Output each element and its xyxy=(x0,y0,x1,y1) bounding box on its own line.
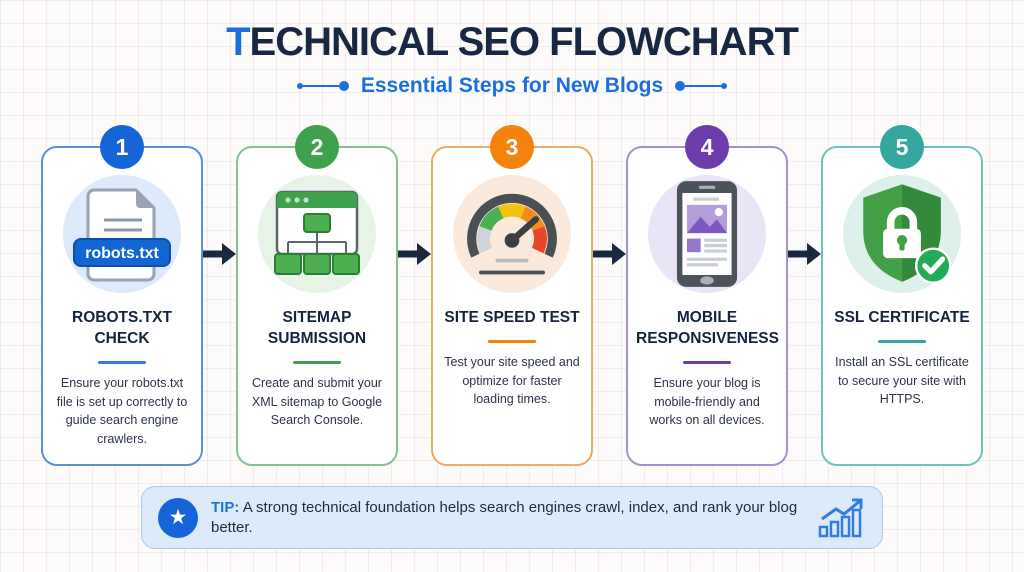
shield-lock-check-icon xyxy=(843,175,961,293)
step-card-mobile: 4 MOBILE xyxy=(626,125,788,466)
subtitle-row: Essential Steps for New Blogs xyxy=(0,74,1024,98)
left-line-dot-decoration xyxy=(296,81,349,91)
smartphone-icon xyxy=(648,175,766,293)
title-divider xyxy=(293,360,341,364)
page-title: TECHNICAL SEO FLOWCHART xyxy=(0,20,1024,64)
flow-arrow xyxy=(203,242,236,266)
title-accent-letter: T xyxy=(226,20,250,64)
star-icon: ★ xyxy=(158,497,198,538)
tip-text: TIP: A strong technical foundation helps… xyxy=(211,498,805,537)
step-title: MOBILE RESPONSIVENESS xyxy=(636,309,779,347)
step-number-badge: 1 xyxy=(100,125,144,169)
sitemap-tree-icon xyxy=(258,175,376,293)
title-divider xyxy=(488,339,536,343)
step-description: Ensure your blog is mobile-friendly and … xyxy=(649,375,765,428)
tip-message: A strong technical foundation helps sear… xyxy=(211,499,798,536)
flow-arrow xyxy=(398,242,431,266)
step-number-badge: 4 xyxy=(685,125,729,169)
right-line-dot-decoration xyxy=(675,81,728,91)
step-title: SITEMAP SUBMISSION xyxy=(267,309,367,347)
title-rest: ECHNICAL SEO FLOWCHART xyxy=(249,20,799,64)
star-glyph: ★ xyxy=(168,506,188,529)
step-card-ssl: 5 SSL CERTIFICATE Install an SSL certifi… xyxy=(821,125,983,466)
step-title: ROBOTS.TXT CHECK xyxy=(72,309,172,347)
tip-label: TIP: xyxy=(211,499,240,516)
step-title: SITE SPEED TEST xyxy=(444,309,580,326)
step-card-site-speed: 3 SITE SPEED TEST Test your site speed xyxy=(431,125,593,466)
step-card-robots-txt: 1 robots.txt ROBOTS.TXT CHECK Ensure you… xyxy=(41,125,203,466)
tip-bar: ★ TIP: A strong technical foundation hel… xyxy=(141,486,883,549)
step-number-badge: 3 xyxy=(490,125,534,169)
growth-chart-icon xyxy=(818,497,866,539)
title-divider xyxy=(683,360,731,364)
speedometer-icon xyxy=(453,175,571,293)
header: TECHNICAL SEO FLOWCHART Essential Steps … xyxy=(0,0,1024,98)
step-description: Ensure your robots.txt file is set up co… xyxy=(56,375,188,447)
step-description: Test your site speed and optimize for fa… xyxy=(444,354,580,407)
document-robots-txt-icon: robots.txt xyxy=(63,175,181,293)
title-divider xyxy=(98,360,146,364)
step-number-badge: 5 xyxy=(880,125,924,169)
robots-txt-file-label: robots.txt xyxy=(85,245,159,262)
step-number-badge: 2 xyxy=(295,125,339,169)
step-card-sitemap: 2 SITEMAP SUBMISSION xyxy=(236,125,398,466)
flow-arrow xyxy=(593,242,626,266)
flow-arrow xyxy=(788,242,821,266)
step-title: SSL CERTIFICATE xyxy=(834,309,970,326)
step-description: Create and submit your XML sitemap to Go… xyxy=(251,375,383,428)
page-subtitle: Essential Steps for New Blogs xyxy=(360,74,664,97)
title-divider xyxy=(878,339,926,343)
step-description: Install an SSL certificate to secure you… xyxy=(835,354,969,407)
flowchart-row: 1 robots.txt ROBOTS.TXT CHECK Ensure you… xyxy=(0,125,1024,466)
